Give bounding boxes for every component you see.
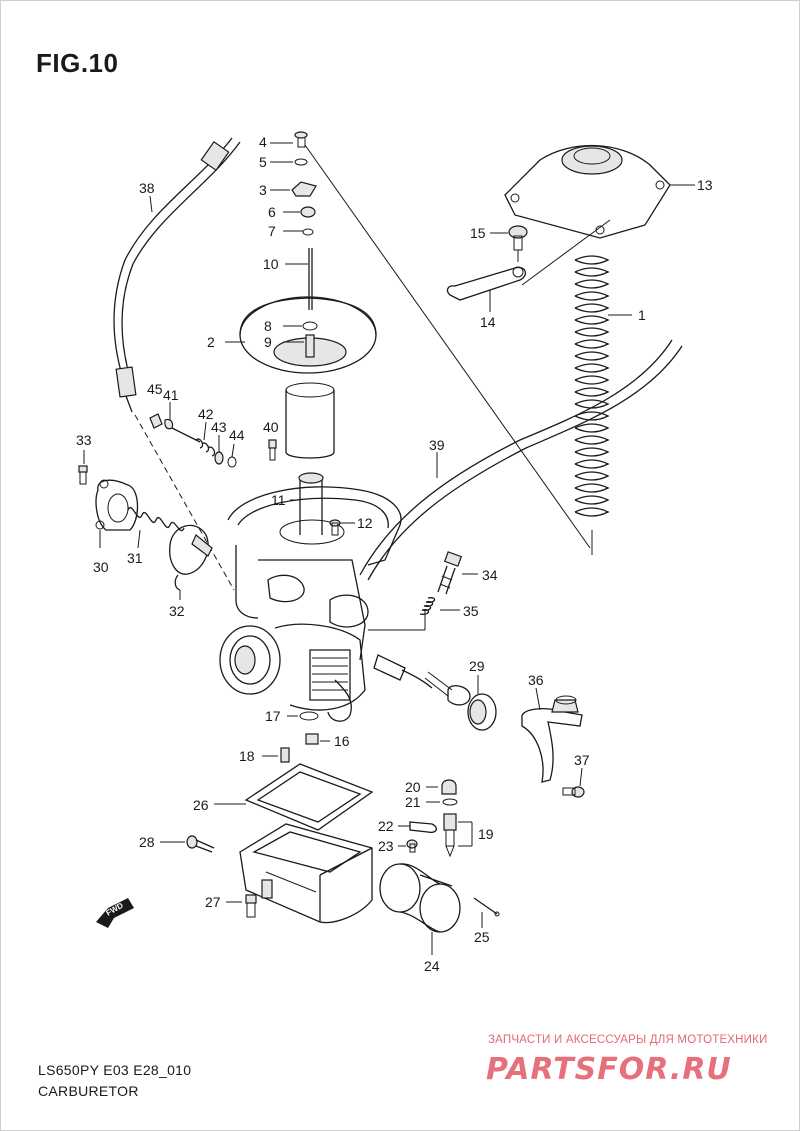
- callout-3: 3: [259, 182, 267, 198]
- callout-21: 21: [405, 794, 421, 810]
- callout-24: 24: [424, 958, 440, 974]
- callout-26: 26: [193, 797, 209, 813]
- callout-14: 14: [480, 314, 496, 330]
- callout-10: 10: [263, 256, 279, 272]
- callout-28: 28: [139, 834, 155, 850]
- float-gasket: [214, 763, 374, 831]
- callout-13: 13: [697, 177, 713, 193]
- starter-plunger: [373, 654, 497, 731]
- model-code: LS650PY E03 E28_010: [38, 1062, 192, 1078]
- cable-holder: [521, 687, 583, 783]
- watermark-logo: PARTSFOR.RU: [486, 1052, 732, 1087]
- callout-18: 18: [239, 748, 255, 764]
- callout-35: 35: [463, 603, 479, 619]
- diaphragm-piston: [225, 296, 377, 459]
- callout-32: 32: [169, 603, 185, 619]
- figure-title: FIG.10: [36, 48, 119, 78]
- callout-37: 37: [574, 752, 590, 768]
- top-cap: [504, 144, 695, 239]
- callout-numbers: 1 2 3 4 5 6 7 8 9 10 11 12 13 14 15 16 1…: [76, 134, 713, 974]
- pump-screw: [78, 450, 88, 485]
- carburetor-body: [219, 472, 426, 722]
- jets: [398, 779, 473, 858]
- callout-25: 25: [474, 929, 490, 945]
- slide-spring: [574, 255, 632, 555]
- callout-19: 19: [478, 826, 494, 842]
- float: [379, 863, 461, 955]
- pump-diaphragm: [169, 524, 213, 600]
- pilot-spring: [419, 597, 460, 615]
- diagram-subtitle: CARBURETOR: [38, 1083, 139, 1099]
- watermark-tagline: ЗАПЧАСТИ И АКСЕССУАРЫ ДЛЯ МОТОТЕХНИКИ: [488, 1034, 768, 1046]
- callout-42: 42: [198, 406, 214, 422]
- callout-15: 15: [470, 225, 486, 241]
- callout-6: 6: [268, 204, 276, 220]
- drain-screw-27: [226, 894, 257, 918]
- callout-27: 27: [205, 894, 221, 910]
- callout-43: 43: [211, 419, 227, 435]
- enricher-parts: [149, 402, 237, 468]
- callout-9: 9: [264, 334, 272, 350]
- callout-36: 36: [528, 672, 544, 688]
- callout-16: 16: [334, 733, 350, 749]
- callout-30: 30: [93, 559, 109, 575]
- callout-41: 41: [163, 387, 179, 403]
- pump-spring: [127, 507, 185, 549]
- callout-38: 38: [139, 180, 155, 196]
- callout-8: 8: [264, 318, 272, 334]
- throttle-cable: [113, 137, 241, 591]
- chamber-screw-28: [160, 835, 215, 853]
- callout-12: 12: [357, 515, 373, 531]
- callout-22: 22: [378, 818, 394, 834]
- callout-39: 39: [429, 437, 445, 453]
- fwd-arrow-icon: FWD: [96, 898, 134, 928]
- callout-4: 4: [259, 134, 267, 150]
- callout-17: 17: [265, 708, 281, 724]
- callout-33: 33: [76, 432, 92, 448]
- callout-31: 31: [127, 550, 143, 566]
- callout-5: 5: [259, 154, 267, 170]
- small-parts: [262, 711, 330, 763]
- callout-34: 34: [482, 567, 498, 583]
- callout-23: 23: [378, 838, 394, 854]
- needle-set: [270, 131, 317, 310]
- float-pin: [473, 897, 500, 928]
- callout-40: 40: [263, 419, 279, 435]
- screw-40: [268, 439, 277, 461]
- cable-bracket: [446, 266, 527, 312]
- callout-7: 7: [268, 223, 276, 239]
- callout-44: 44: [229, 427, 245, 443]
- pilot-screw: [437, 551, 478, 595]
- cap-screw: [490, 225, 528, 262]
- callout-29: 29: [469, 658, 485, 674]
- callout-20: 20: [405, 779, 421, 795]
- float-chamber: [239, 823, 373, 924]
- vent-hose: [359, 339, 683, 581]
- callout-45: 45: [147, 381, 163, 397]
- callout-1: 1: [638, 307, 646, 323]
- screw-12: [329, 519, 355, 536]
- callout-11: 11: [271, 492, 286, 508]
- callout-2: 2: [207, 334, 215, 350]
- pump-cover: [95, 479, 139, 548]
- holder-screw: [562, 767, 585, 798]
